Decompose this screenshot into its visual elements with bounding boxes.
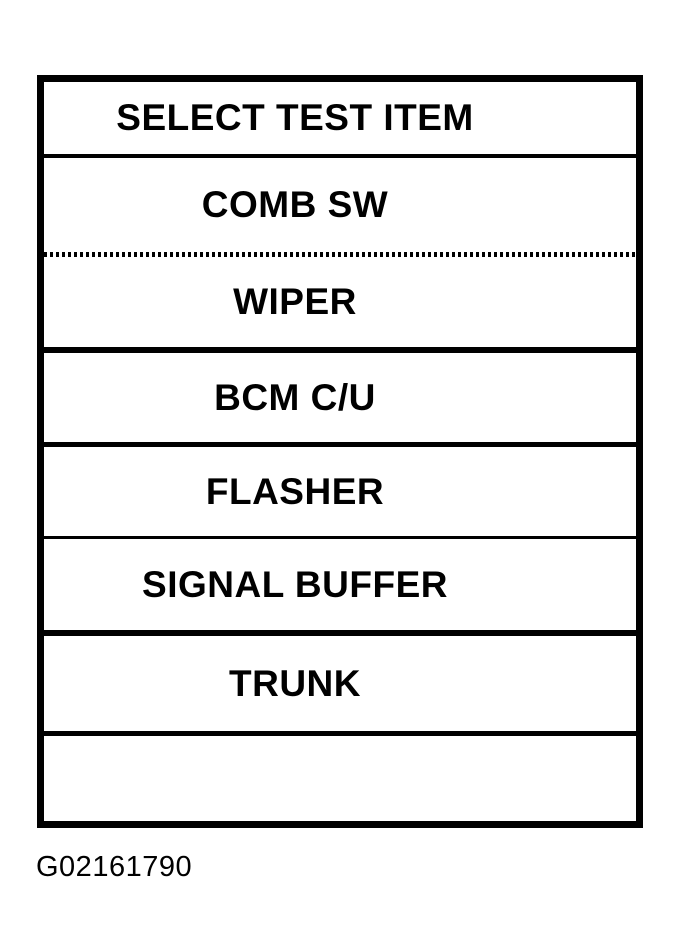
table-header-select-test-item: SELECT TEST ITEM	[44, 82, 636, 158]
menu-item-wiper[interactable]: WIPER	[44, 257, 636, 353]
menu-item-trunk[interactable]: TRUNK	[44, 636, 636, 736]
menu-item-comb-sw[interactable]: COMB SW	[44, 158, 636, 252]
figure-id-label: G02161790	[36, 851, 193, 883]
table-header-label: SELECT TEST ITEM	[116, 97, 474, 138]
menu-item-flasher[interactable]: FLASHER	[44, 447, 636, 539]
menu-item-label: COMB SW	[201, 184, 389, 225]
menu-item-label: BCM C/U	[214, 376, 376, 418]
menu-item-signal-buffer[interactable]: SIGNAL BUFFER	[44, 539, 636, 636]
menu-item-label: SIGNAL BUFFER	[142, 563, 448, 605]
menu-item-empty	[44, 736, 636, 821]
dotted-separator	[44, 252, 636, 257]
menu-item-bcm-cu[interactable]: BCM C/U	[44, 353, 636, 447]
select-test-item-table: SELECT TEST ITEM COMB SW WIPER BCM C/U F…	[37, 75, 643, 828]
menu-item-label: WIPER	[233, 281, 357, 322]
menu-item-label: TRUNK	[229, 662, 361, 704]
menu-item-label: FLASHER	[205, 470, 385, 512]
